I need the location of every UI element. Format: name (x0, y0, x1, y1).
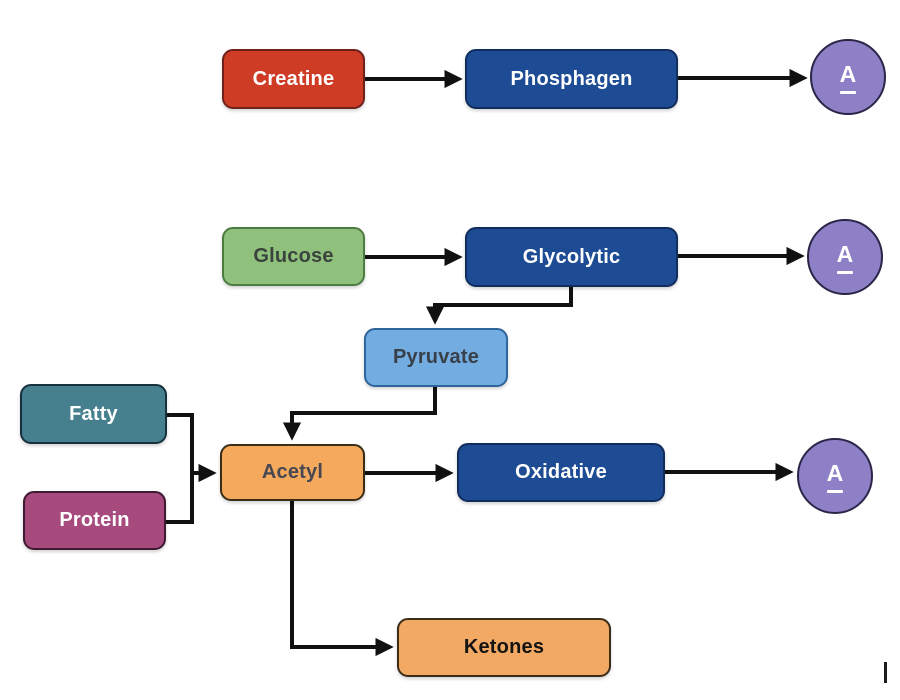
node-glycolytic-label: Glycolytic (522, 245, 621, 268)
underline-mark (827, 489, 843, 493)
node-glucose-label: Glucose (253, 245, 334, 267)
edge-pyruvate-acetyl (282, 387, 437, 441)
node-ketones-label: Ketones (463, 636, 545, 658)
node-oxidative: Oxidative (457, 443, 665, 502)
node-atp-circle-1-label: A (839, 60, 857, 87)
node-protein: Protein (23, 491, 166, 550)
node-acetyl: Acetyl (220, 444, 365, 501)
underline-mark (840, 90, 856, 94)
node-ketones: Ketones (397, 618, 611, 677)
node-oxidative-label: Oxidative (515, 461, 607, 483)
node-acetyl-label: Acetyl (261, 461, 324, 483)
node-atp-circle-1: A (810, 39, 886, 115)
node-pyruvate: Pyruvate (364, 328, 508, 387)
node-atp-circle-3: A (797, 438, 873, 514)
node-atp-circle-3-label: A (826, 459, 844, 486)
node-atp-circle-2: A (807, 219, 883, 295)
node-fatty-label: Fatty (69, 402, 118, 425)
node-creatine: Creatine (222, 49, 365, 109)
node-protein-label: Protein (59, 509, 130, 531)
edge-glycolytic-pyruvate (425, 287, 573, 325)
node-pyruvate-label: Pyruvate (392, 346, 480, 368)
node-phosphagen-label: Phosphagen (510, 67, 633, 90)
cursor-mark (884, 662, 887, 683)
node-atp-circle-2-label: A (836, 240, 854, 267)
node-glucose: Glucose (222, 227, 365, 286)
node-creatine-label: Creatine (252, 67, 335, 90)
node-glycolytic: Glycolytic (465, 227, 678, 287)
edge-fatty-protein-trunk (166, 413, 194, 524)
underline-mark (837, 270, 853, 274)
node-phosphagen: Phosphagen (465, 49, 678, 109)
edge-acetyl-ketones (290, 501, 394, 657)
node-fatty: Fatty (20, 384, 167, 444)
